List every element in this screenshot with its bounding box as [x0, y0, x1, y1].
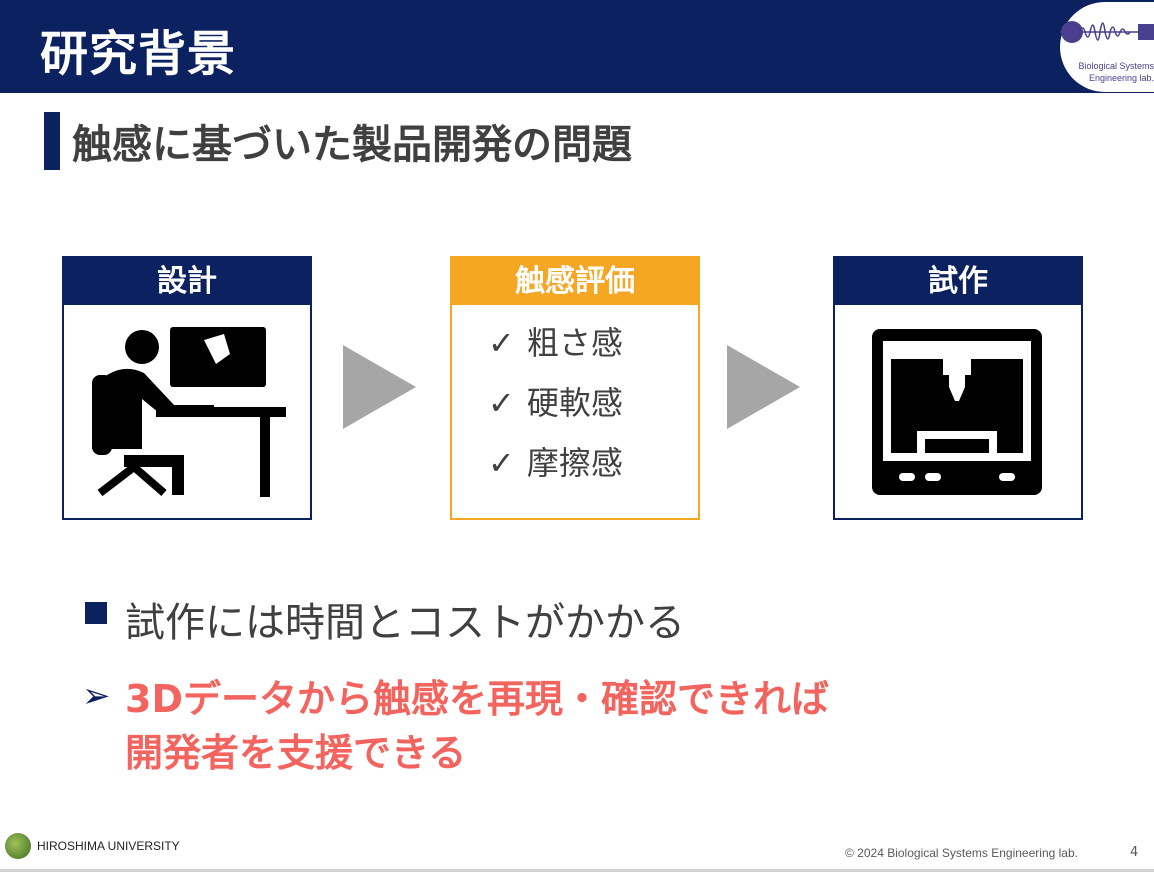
copyright: © 2024 Biological Systems Engineering la… — [845, 846, 1078, 860]
arrow-bullet-icon: ➢ — [82, 676, 111, 716]
page-number: 4 — [1130, 845, 1139, 860]
logo-text: Engineering lab. — [1088, 73, 1154, 83]
logo-text: Biological Systems — [1078, 61, 1154, 71]
item-label: 摩擦感 — [526, 444, 623, 482]
highlight-line: 3Dデータから触感を再現・確認できれば — [125, 677, 829, 721]
3d-printer-icon — [872, 329, 1042, 495]
prototype-box: 試作 — [833, 256, 1083, 520]
section-subtitle: 触感に基づいた製品開発の問題 — [72, 122, 632, 168]
design-box: 設計 — [62, 256, 312, 520]
university-logo: HIROSHIMA UNIVERSITY — [5, 833, 180, 859]
prototype-label: 試作 — [835, 258, 1081, 305]
university-emblem-icon — [5, 833, 31, 859]
check-icon: ✓ — [488, 324, 515, 362]
arrow-right-icon — [343, 345, 416, 429]
item-label: 硬軟感 — [526, 384, 623, 422]
arrow-right-icon — [727, 345, 800, 429]
slide-title: 研究背景 — [40, 26, 237, 82]
check-icon: ✓ — [488, 444, 515, 482]
square-bullet-icon — [85, 602, 107, 624]
tactile-evaluation-box: 触感評価 ✓ 粗さ感 ✓ 硬軟感 ✓ 摩擦感 — [450, 256, 700, 520]
bullet-text: 試作には時間とコストがかかる — [125, 600, 685, 646]
designer-at-desk-icon — [92, 327, 286, 497]
footer-divider — [0, 869, 1154, 872]
waveform-icon — [1060, 21, 1154, 43]
subtitle-accent — [44, 112, 60, 170]
tactile-evaluation-label: 触感評価 — [452, 258, 698, 305]
evaluation-item: ✓ 摩擦感 — [488, 433, 698, 493]
check-icon: ✓ — [488, 384, 515, 422]
evaluation-item: ✓ 硬軟感 — [488, 373, 698, 433]
evaluation-item: ✓ 粗さ感 — [488, 313, 698, 373]
university-name: HIROSHIMA UNIVERSITY — [37, 839, 180, 853]
highlight-text: 3Dデータから触感を再現・確認できれば 開発者を支援できる — [125, 672, 829, 780]
design-label: 設計 — [64, 258, 310, 305]
highlight-line: 開発者を支援できる — [125, 731, 467, 775]
item-label: 粗さ感 — [526, 324, 623, 362]
